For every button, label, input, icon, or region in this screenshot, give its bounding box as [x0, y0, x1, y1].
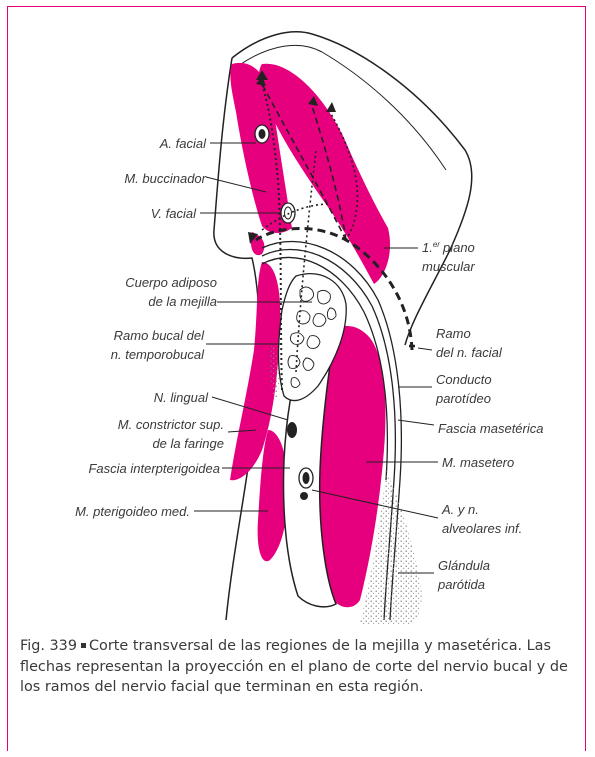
caption-figure-number: Fig. 339	[20, 638, 77, 654]
label-lingual-nerve: N. lingual	[154, 390, 209, 405]
label-parotid-gland-1: Glándula	[438, 558, 490, 573]
caption-bullet	[81, 643, 86, 648]
label-first-muscular-plane-2: muscular	[422, 259, 475, 274]
label-facial-vein: V. facial	[151, 206, 197, 221]
label-buccal-branch-2: n. temporobucal	[111, 347, 205, 362]
lingual-nerve	[287, 422, 297, 438]
plane-word: plano	[442, 240, 475, 255]
label-medial-pterygoid: M. pterigoideo med.	[75, 504, 190, 519]
label-buccinator: M. buccinador	[124, 171, 206, 186]
facial-vein	[281, 203, 295, 223]
label-constrictor-1: M. constrictor sup.	[118, 417, 224, 432]
label-facial-branch-2: del n. facial	[436, 345, 503, 360]
label-buccal-branch-1: Ramo bucal del	[114, 328, 205, 343]
plane-numeral: 1.	[422, 240, 433, 255]
label-masseter: M. masetero	[442, 455, 514, 470]
label-alveolar-1: A. y n.	[441, 502, 479, 517]
label-interpterygoid-fascia: Fascia interpterigoidea	[88, 461, 220, 476]
label-parotid-duct-1: Conducto	[436, 372, 492, 387]
label-alveolar-2: alveolares inf.	[442, 521, 522, 536]
label-constrictor-2: de la faringe	[152, 436, 224, 451]
label-facial-branch-1: Ramo	[436, 326, 471, 341]
label-parotid-duct-2: parotídeo	[435, 391, 491, 406]
label-parotid-gland-2: parótida	[437, 577, 485, 592]
plane-superscript: er	[433, 240, 440, 249]
label-masseteric-fascia: Fascia masetérica	[438, 421, 543, 436]
caption-text: Corte transversal de las regiones de la …	[20, 638, 568, 695]
label-buccal-fat-2: de la mejilla	[148, 294, 217, 309]
label-facial-artery: A. facial	[159, 136, 207, 151]
label-buccal-fat-1: Cuerpo adiposo	[125, 275, 217, 290]
